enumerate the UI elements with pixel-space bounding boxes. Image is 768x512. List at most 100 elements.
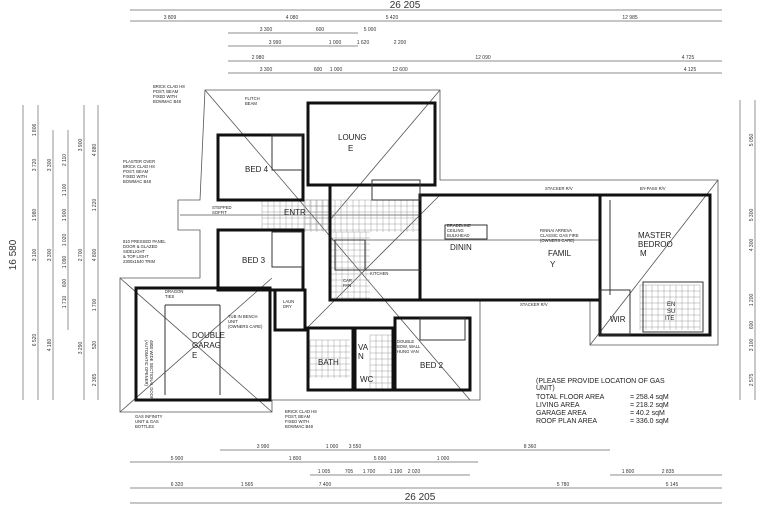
dimension-label: 5 780 [557, 482, 570, 488]
dimension-label: 2 110 [62, 154, 68, 166]
dimension-label: 1 800 [289, 456, 302, 462]
dimension-label: 600 [316, 27, 325, 33]
dimension-label: 3 100 [749, 339, 755, 352]
dimension-label: 2 835 [662, 469, 675, 475]
dimension-label: 3 300 [260, 27, 273, 33]
dimension-label: 12 600 [392, 67, 408, 73]
dimension-label: 600 [62, 279, 68, 288]
note-stacker1: STACKER R/V [545, 186, 573, 191]
dimension-label: 4 080 [286, 15, 299, 21]
room-wir: WIR [610, 315, 626, 324]
summary-label: ROOF PLAN AREA [536, 418, 597, 425]
dimension-label: 1 710 [62, 296, 68, 309]
room-dining: DININ [450, 243, 472, 252]
room-bed2: BED 2 [420, 361, 444, 370]
dimension-label: 6 320 [171, 482, 184, 488]
dimension-label: 1 090 [62, 256, 68, 269]
top-dimensions [130, 9, 722, 74]
bottom-dimensions [130, 449, 722, 504]
dimension-label: 4 880 [92, 144, 98, 157]
dimension-label: 7 400 [319, 482, 332, 488]
dimension-label: 3 990 [269, 40, 282, 46]
dimension-label: 5 420 [386, 15, 399, 21]
right-dimensions [739, 100, 756, 400]
dimension-label: 5 900 [171, 456, 184, 462]
dimension-label: 3 100 [32, 249, 38, 262]
dimension-label: 4 125 [684, 67, 697, 73]
dimension-label: 4 180 [47, 339, 53, 352]
room-wc: WC [360, 375, 374, 384]
dimension-label: 3 300 [260, 67, 273, 73]
dimension-label: 5 050 [749, 134, 755, 147]
roof-hips [119, 89, 719, 413]
walls [134, 101, 712, 402]
dimension-label: 12 090 [475, 55, 491, 61]
dimension-label: 4 800 [92, 249, 98, 262]
dimension-label: 5 300 [749, 209, 755, 222]
dimension-label: 3 550 [349, 444, 362, 450]
room-bed3: BED 3 [242, 256, 266, 265]
overall-width-top: 26 205 [390, 0, 421, 11]
summary-value: = 218.2 sqM [630, 402, 669, 409]
dimension-label: 5 000 [364, 27, 377, 33]
dimension-label: 3 290 [78, 342, 84, 355]
dimension-label: 1 980 [32, 209, 38, 222]
dimension-label: 1 900 [62, 209, 68, 222]
summary-label: LIVING AREA [536, 402, 580, 409]
dimension-label: 1 000 [437, 456, 450, 462]
room-entry: ENTR [284, 208, 306, 217]
dimension-label: 1 220 [92, 199, 98, 212]
dimension-label: 4 300 [749, 239, 755, 252]
dimension-label: 3 900 [78, 139, 84, 152]
dimension-label: 1 100 [62, 184, 68, 197]
dimension-label: 3 990 [257, 444, 270, 450]
dimension-label: 2 575 [749, 374, 755, 387]
dimension-label: 1 700 [363, 469, 376, 475]
dimension-label: 1 700 [92, 299, 98, 312]
dimension-label: 3 300 [47, 159, 53, 172]
dimension-labels: 3 809 4 080 5 420 12 985 3 300 600 5 000 3 990 1… [32, 15, 755, 488]
summary-value: = 258.4 sqM [630, 394, 669, 401]
dimension-label: 705 [345, 469, 354, 475]
dimension-label: 5 145 [666, 482, 679, 488]
summary-value: = 40.2 sqM [630, 410, 665, 417]
dimension-label: 12 985 [622, 15, 638, 21]
dimension-label: 1 000 [326, 444, 339, 450]
dimension-label: 600 [749, 321, 755, 330]
summary-label: GARAGE AREA [536, 410, 587, 417]
dimension-label: 3 300 [47, 249, 53, 262]
note-stacker2: STACKER R/V [520, 302, 548, 307]
dimension-label: 1 000 [329, 40, 342, 46]
room-kitchen: KITCHEN [370, 271, 388, 276]
dimension-label: 2 700 [78, 249, 84, 262]
dimension-label: 1 000 [330, 67, 343, 73]
dimension-label: 2 200 [394, 40, 407, 46]
dimension-label: 8 360 [524, 444, 537, 450]
room-bed4: BED 4 [245, 165, 269, 174]
room-bath: BATH [318, 358, 339, 367]
dimension-label: 2 020 [408, 469, 421, 475]
dimension-label: 3 809 [164, 15, 177, 21]
dimension-label: 2 365 [92, 374, 98, 387]
dimension-label: 1 005 [318, 469, 331, 475]
